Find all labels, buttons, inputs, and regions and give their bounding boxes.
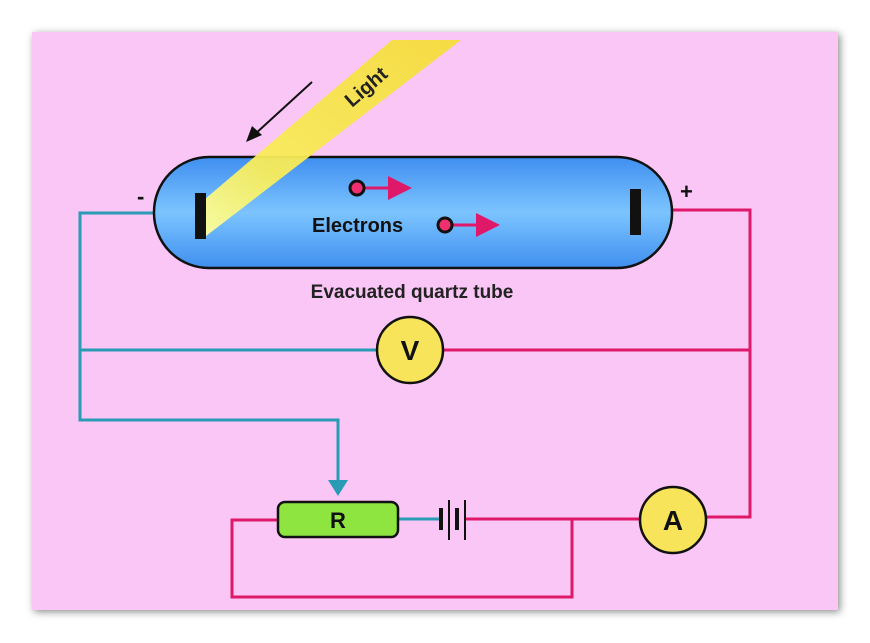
cathode-sign: - [137,184,144,209]
electron [348,176,412,200]
electrons-label: Electrons [312,215,403,237]
cathode [195,193,206,239]
ammeter-label: A [663,505,683,536]
anode [630,189,641,235]
battery-icon [439,500,466,540]
slider-arrow-icon [328,480,348,496]
ammeter: A [638,485,708,555]
electron [436,213,500,237]
positive-wire [230,208,752,599]
light-direction-arrow-icon [246,81,313,142]
negative-wire [78,211,441,521]
tube-label: Evacuated quartz tube [311,282,514,303]
diagram-panel [32,32,838,610]
quartz-tube [152,155,674,270]
light-beam [198,40,461,236]
voltmeter-label: V [401,335,420,366]
anode-sign: + [680,179,693,204]
rheostat: R [276,500,400,539]
voltmeter: V [375,315,445,385]
resistor-label: R [330,508,346,533]
